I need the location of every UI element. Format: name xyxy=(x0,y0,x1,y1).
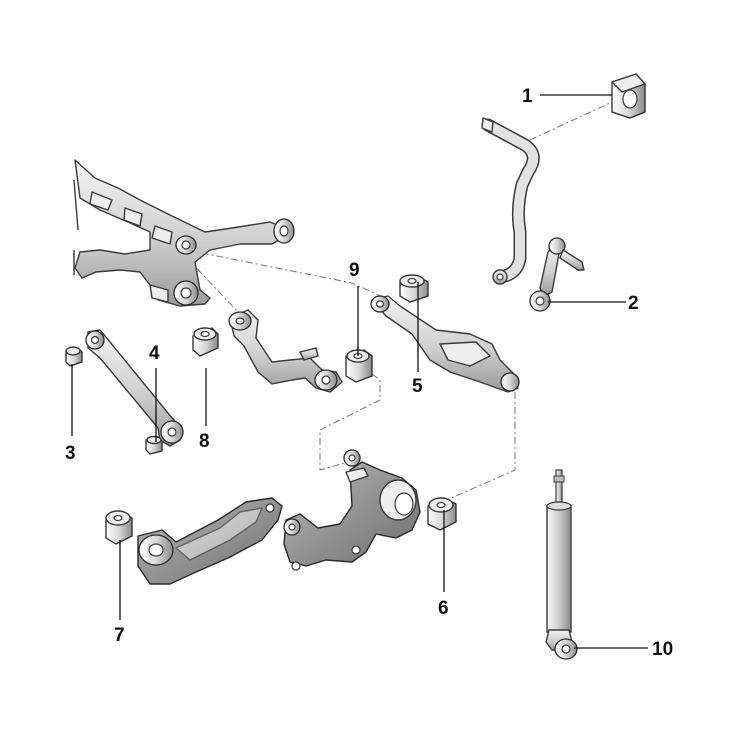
callout-2: 2 xyxy=(628,293,639,314)
callout-3: 3 xyxy=(65,443,76,464)
callout-6: 6 xyxy=(438,598,449,619)
trailing-arm xyxy=(137,497,283,585)
part-2-coupling-rod xyxy=(529,237,585,312)
callout-1: 1 xyxy=(522,86,533,107)
part-8-bushing xyxy=(192,327,219,357)
lower-wishbone xyxy=(370,295,520,393)
part-5-bushing xyxy=(399,274,429,303)
stabilizer-bar xyxy=(481,117,540,285)
assembly-guide-lines xyxy=(186,102,611,504)
callout-5: 5 xyxy=(412,376,423,397)
leader-lines xyxy=(71,94,648,649)
callout-10: 10 xyxy=(652,639,673,660)
part-9-bushing xyxy=(345,349,373,383)
part-3-bushing xyxy=(65,346,83,367)
part-1-stabilizer-bushing xyxy=(611,73,646,119)
part-6-bushing xyxy=(427,497,457,531)
part-4-track-rod xyxy=(85,329,184,455)
callout-4: 4 xyxy=(149,343,160,364)
upper-control-arm xyxy=(228,309,343,393)
callout-labels: 1 2 3 4 5 6 7 8 9 10 xyxy=(65,86,673,660)
wheel-carrier xyxy=(283,449,421,571)
callout-7: 7 xyxy=(114,625,125,646)
callout-9: 9 xyxy=(349,260,360,281)
callout-8: 8 xyxy=(199,431,210,452)
part-7-bushing xyxy=(105,510,133,545)
part-10-shock-absorber xyxy=(545,469,578,660)
rear-subframe xyxy=(73,159,295,307)
